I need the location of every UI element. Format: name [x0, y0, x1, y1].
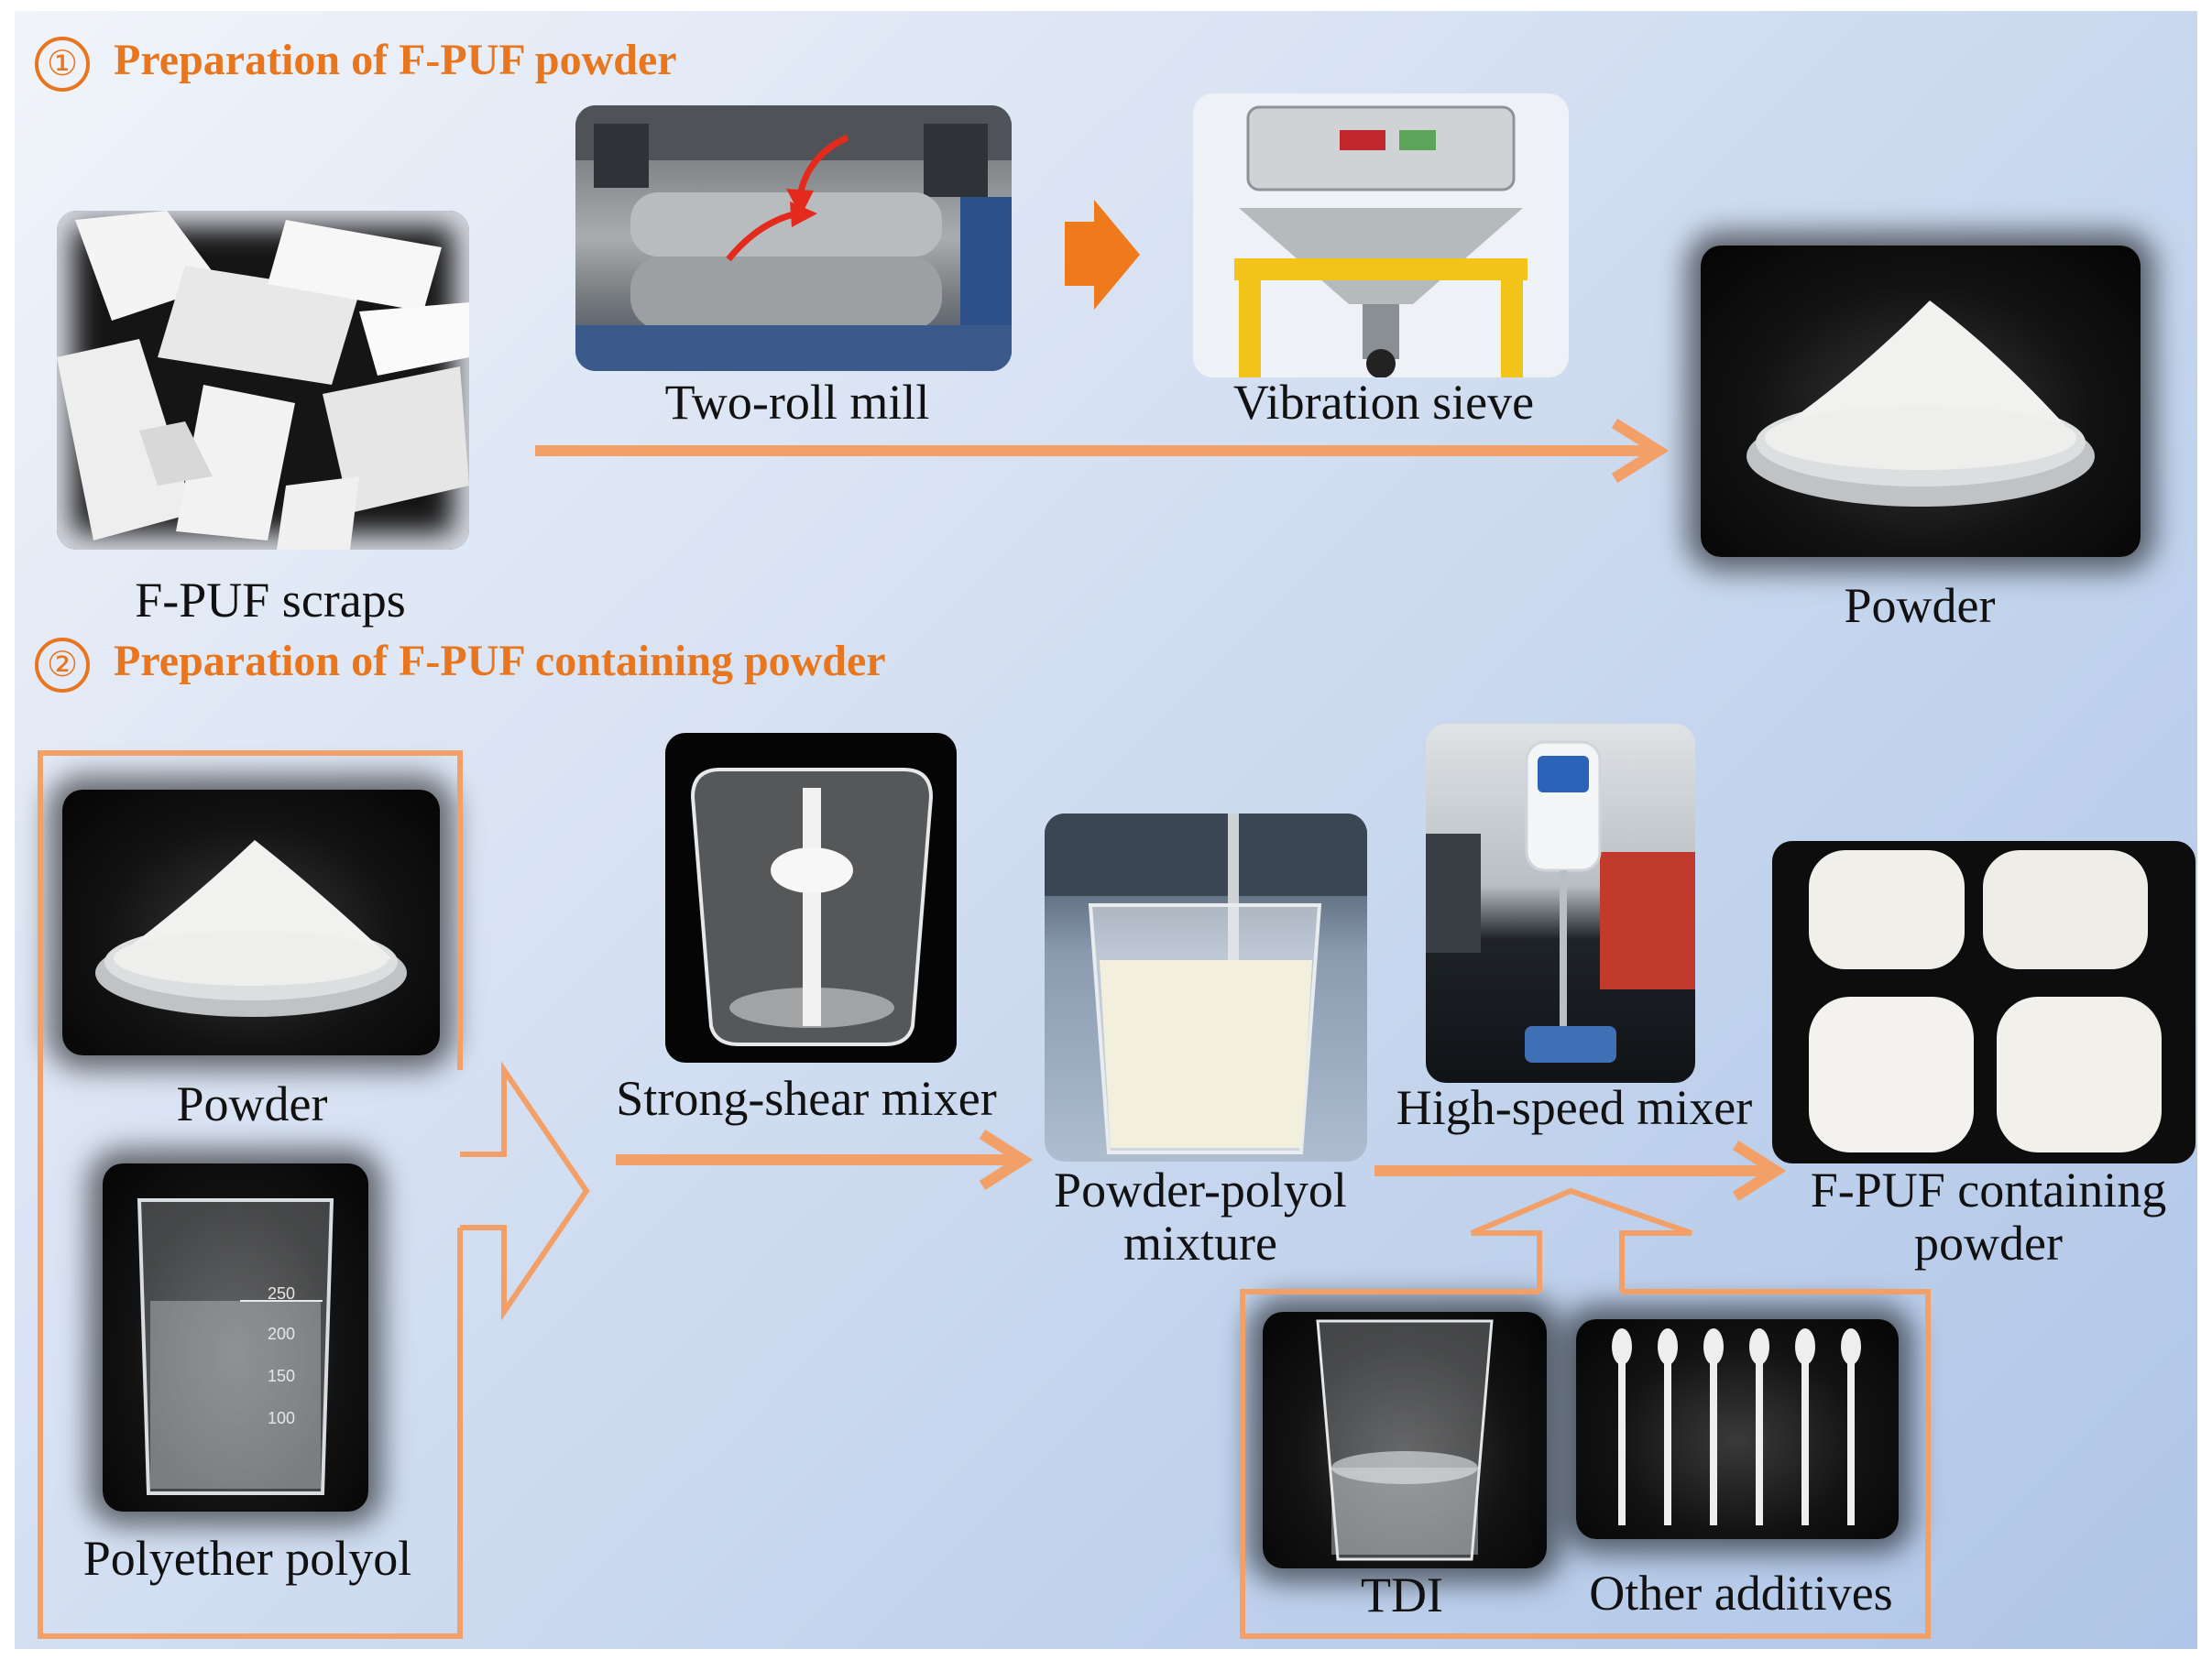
beaker-image: 250 200 150 100 — [137, 1198, 334, 1495]
label-high-speed-mixer: High-speed mixer — [1396, 1080, 1753, 1135]
powder-photo-1 — [1701, 246, 2141, 557]
label-polyether-polyol: Polyether polyol — [82, 1531, 412, 1586]
hollow-arrow-icon — [460, 1061, 590, 1321]
strong-shear-mixer-photo — [665, 733, 957, 1063]
curved-arrow-icon — [790, 202, 817, 227]
beaker-mark-100: 100 — [268, 1409, 295, 1427]
tdi-cup-image — [1316, 1319, 1494, 1561]
section2-number: ② — [35, 637, 90, 693]
vibration-sieve-image — [1234, 105, 1528, 377]
curved-arrow-icon — [786, 189, 814, 216]
label-strong-shear-mixer: Strong-shear mixer — [616, 1071, 997, 1126]
label-tdi: TDI — [1361, 1567, 1443, 1622]
fpuf-containing-powder-photo — [1772, 841, 2196, 1163]
tdi-photo — [1263, 1312, 1547, 1568]
powder-image-2 — [95, 840, 407, 1017]
beaker-mark-150: 150 — [268, 1367, 295, 1385]
polyether-polyol-photo: 250 200 150 100 — [103, 1163, 368, 1512]
shear-mixer-image — [690, 768, 934, 1046]
label-powder-1: Powder — [1844, 578, 1996, 633]
label-other-additives: Other additives — [1589, 1566, 1893, 1621]
label-powder-polyol-mixture: Powder-polyol mixture — [1026, 1163, 1374, 1271]
label-fpuf-containing-line2: powder — [1914, 1216, 2063, 1272]
flow-arrow-icon — [1611, 418, 1670, 484]
beaker-mark-200: 200 — [268, 1325, 295, 1343]
powder-image-1 — [1747, 300, 2095, 507]
fpuf-scraps-photo — [57, 211, 469, 550]
label-fpuf-scraps: F-PUF scraps — [135, 573, 406, 628]
section2-heading: ② Preparation of F-PUF containing powder — [35, 636, 886, 693]
scraps-image — [57, 211, 469, 550]
other-additives-photo — [1576, 1319, 1899, 1539]
label-powder-2: Powder — [176, 1076, 328, 1131]
pipettes-image — [1612, 1328, 1861, 1525]
flow-arrow-icon — [979, 1129, 1034, 1191]
high-speed-mixer-photo — [1426, 724, 1695, 1083]
powder-polyol-mixture-photo — [1045, 814, 1367, 1162]
powder-photo-2 — [62, 790, 440, 1055]
beaker-mark-250: 250 — [268, 1284, 295, 1303]
foam-blocks-image — [1809, 850, 2162, 1152]
label-vibration-sieve: Vibration sieve — [1232, 375, 1535, 430]
label-fpuf-containing-line1: F-PUF containing — [1810, 1163, 2167, 1218]
block-arrow-icon — [1065, 200, 1140, 310]
section1-number: ① — [35, 36, 90, 92]
two-roll-mill-image — [575, 105, 1012, 371]
label-fpuf-containing-powder: F-PUF containing powder — [1779, 1163, 2197, 1271]
additives-frame — [1240, 1289, 1931, 1639]
section1-title: Preparation of F-PUF powder — [114, 36, 677, 84]
high-speed-mixer-image — [1426, 740, 1695, 1063]
section2-title: Preparation of F-PUF containing powder — [114, 637, 886, 685]
hollow-arrow-icon — [460, 1070, 508, 1072]
flow-arrow-icon — [1732, 1140, 1787, 1202]
mixture-image — [1045, 814, 1367, 1154]
two-roll-mill-photo — [575, 105, 1012, 371]
input-frame — [38, 750, 463, 1639]
label-two-roll-mill: Two-roll mill — [664, 375, 930, 430]
label-powder-polyol-line2: mixture — [1123, 1216, 1277, 1272]
section1-heading: ① Preparation of F-PUF powder — [35, 35, 677, 92]
vibration-sieve-photo — [1193, 93, 1569, 377]
label-powder-polyol-line1: Powder-polyol — [1054, 1163, 1347, 1218]
hollow-arrow-icon — [1470, 1187, 1692, 1292]
curved-arrow-icon — [726, 209, 803, 262]
